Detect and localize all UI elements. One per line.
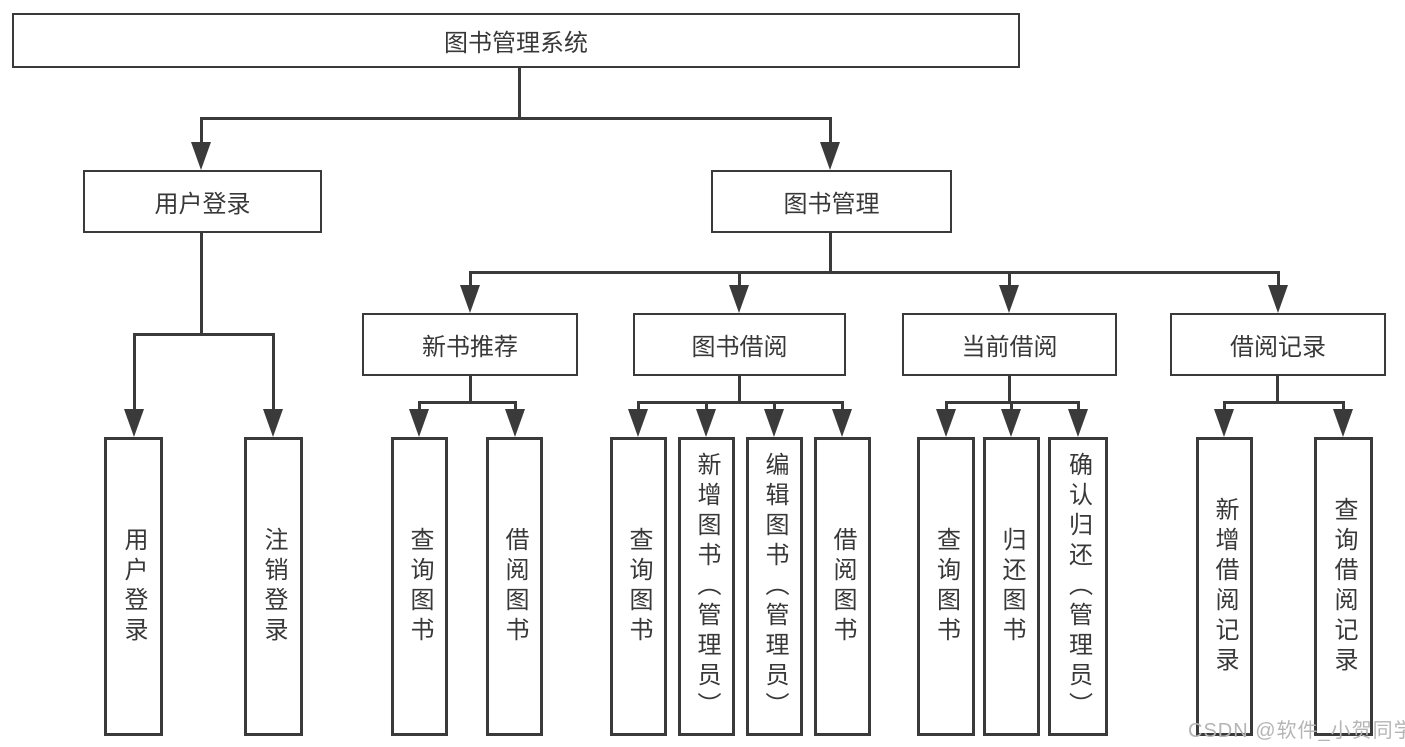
arrowhead-borrow-borrow: [832, 409, 852, 437]
node-label: 新增图书（管理员）: [693, 451, 720, 722]
connector-stem-recommend-borrow: [514, 401, 517, 411]
connector-stem-borrow-edit: [773, 401, 776, 411]
node-current-borrow: 当前借阅: [902, 313, 1117, 376]
connector-records-trunk: [1276, 376, 1279, 404]
node-label: 查询借阅记录: [1330, 496, 1357, 677]
connector-stem-current-query: [945, 401, 948, 411]
node-leaf-records-add-record: 新增借阅记录: [1196, 437, 1253, 736]
arrowhead-records-query: [1333, 409, 1353, 437]
arrowhead-records-add: [1214, 409, 1234, 437]
csdn-watermark: CSDN @软件_小贺同学: [1188, 720, 1405, 742]
arrowhead-current-borrow: [999, 285, 1019, 313]
connector-user-login-trunk: [200, 233, 203, 336]
node-leaf-recommend-query-books: 查询图书: [391, 437, 448, 736]
node-leaf-borrow-query-books: 查询图书: [610, 437, 667, 736]
node-leaf-borrow-borrow-books: 借阅图书: [814, 437, 871, 736]
connector-root-trunk: [518, 68, 521, 119]
connector-stem-borrow-borrow: [841, 401, 844, 411]
node-label: 查询图书: [625, 526, 652, 647]
arrowhead-book-borrow: [729, 285, 749, 313]
connector-borrow-trunk: [738, 376, 741, 404]
connector-stem-borrow-query: [637, 401, 640, 411]
node-leaf-records-query-record: 查询借阅记录: [1314, 437, 1373, 736]
connector-stem-records-query: [1342, 401, 1345, 411]
connector-book-management-trunk: [829, 233, 832, 274]
node-label: 借阅记录: [1230, 334, 1326, 361]
node-library-management-system: 图书管理系统: [12, 13, 1020, 68]
connector-stem-current-return: [1010, 401, 1013, 411]
node-label: 图书管理: [783, 191, 880, 218]
node-leaf-user-login: 用户登录: [104, 437, 163, 736]
node-leaf-current-query-books: 查询图书: [917, 437, 975, 736]
node-label: 借阅图书: [829, 526, 856, 647]
arrowhead-recommend-query: [409, 409, 429, 437]
node-leaf-borrow-add-books-admin: 新增图书（管理员）: [678, 437, 735, 736]
node-label: 新书推荐: [422, 334, 518, 361]
node-new-book-recommend: 新书推荐: [362, 313, 578, 376]
connector-current-trunk: [1008, 376, 1011, 404]
node-label: 查询图书: [932, 526, 960, 647]
node-label: 图书借阅: [691, 334, 788, 361]
node-label: 用户登录: [154, 191, 251, 218]
connector-level2-split: [469, 271, 1280, 274]
node-label: 新增借阅记录: [1211, 496, 1238, 677]
node-label: 归还图书: [998, 526, 1025, 647]
connector-records-split: [1223, 401, 1345, 404]
arrowhead-current-return: [1001, 409, 1021, 437]
connector-user-login-split: [133, 333, 275, 336]
connector-stem-borrow-records: [1277, 271, 1280, 287]
node-book-borrow: 图书借阅: [633, 313, 846, 376]
connector-stem-book-management: [829, 117, 832, 144]
arrowhead-borrow-records: [1268, 285, 1288, 313]
node-label: 当前借阅: [961, 334, 1058, 361]
connector-stem-recommend-query: [418, 401, 421, 411]
connector-recommend-split: [418, 401, 517, 404]
connector-recommend-trunk: [469, 376, 472, 404]
connector-stem-current-confirm: [1077, 401, 1080, 411]
node-leaf-logout: 注销登录: [244, 437, 303, 736]
arrowhead-logout-leaf: [263, 409, 283, 437]
node-user-login: 用户登录: [83, 170, 322, 233]
connector-level1-split: [200, 117, 832, 120]
arrowhead-recommend-borrow: [505, 409, 525, 437]
node-label: 借阅图书: [501, 526, 528, 647]
arrowhead-user-login-leaf: [124, 409, 144, 437]
arrowhead-book-management: [820, 142, 840, 170]
arrowhead-borrow-edit: [764, 409, 784, 437]
node-leaf-current-confirm-return-admin: 确认归还（管理员）: [1048, 437, 1108, 736]
node-borrow-records: 借阅记录: [1170, 313, 1386, 376]
connector-stem-user-login: [200, 117, 203, 144]
connector-stem-records-add: [1223, 401, 1226, 411]
node-label: 注销登录: [260, 526, 287, 647]
arrowhead-current-confirm: [1068, 409, 1088, 437]
connector-stem-current-borrow: [1008, 271, 1011, 287]
node-label: 用户登录: [120, 526, 147, 647]
arrowhead-new-book-recommend: [460, 285, 480, 313]
node-leaf-current-return-books: 归还图书: [983, 437, 1040, 736]
node-label: 查询图书: [406, 526, 433, 647]
node-label: 图书管理系统: [444, 30, 588, 57]
arrowhead-borrow-query: [628, 409, 648, 437]
connector-borrow-split: [637, 401, 844, 404]
connector-stem-borrow-add: [705, 401, 708, 411]
connector-stem-new-book-recommend: [469, 271, 472, 287]
node-book-management: 图书管理: [711, 170, 952, 233]
arrowhead-user-login: [191, 142, 211, 170]
connector-stem-book-borrow: [738, 271, 741, 287]
arrowhead-current-query: [936, 409, 956, 437]
node-leaf-recommend-borrow-books: 借阅图书: [486, 437, 543, 736]
node-label: 确认归还（管理员）: [1064, 451, 1092, 722]
connector-stem-logout-leaf: [272, 333, 275, 411]
node-leaf-borrow-edit-books-admin: 编辑图书（管理员）: [746, 437, 803, 736]
arrowhead-borrow-add: [696, 409, 716, 437]
node-label: 编辑图书（管理员）: [761, 451, 788, 722]
connector-stem-user-login-leaf: [133, 333, 136, 411]
